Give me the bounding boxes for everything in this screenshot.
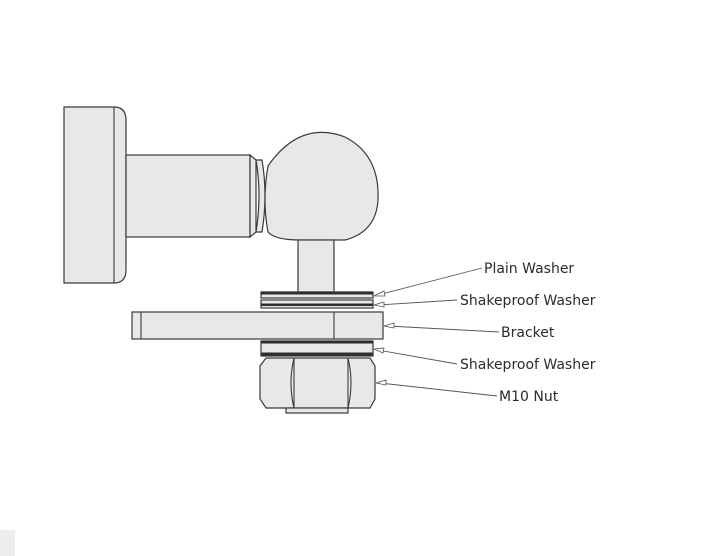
plain-washer — [260, 291, 374, 299]
shaft — [125, 153, 266, 239]
label-shakeproof-washer-bottom: Shakeproof Washer — [460, 357, 596, 373]
leader-shakeproof-washer-top — [373, 299, 458, 308]
label-plain-washer: Plain Washer — [484, 261, 574, 277]
leader-plain-washer — [373, 267, 483, 297]
m10-nut — [259, 357, 376, 414]
label-shakeproof-washer-top: Shakeproof Washer — [460, 293, 596, 309]
leader-bracket — [383, 322, 500, 333]
shakeproof-washer-top — [260, 299, 374, 309]
shakeproof-washer-bottom — [260, 340, 374, 357]
corner-mark — [0, 530, 15, 556]
ball-head — [264, 131, 379, 241]
bracket — [131, 311, 384, 340]
leader-shakeproof-washer-bottom — [372, 347, 458, 365]
leader-m10-nut — [375, 379, 498, 397]
label-m10-nut: M10 Nut — [499, 389, 559, 405]
stud — [297, 239, 335, 293]
housing-body — [63, 106, 127, 284]
label-bracket: Bracket — [501, 325, 555, 341]
